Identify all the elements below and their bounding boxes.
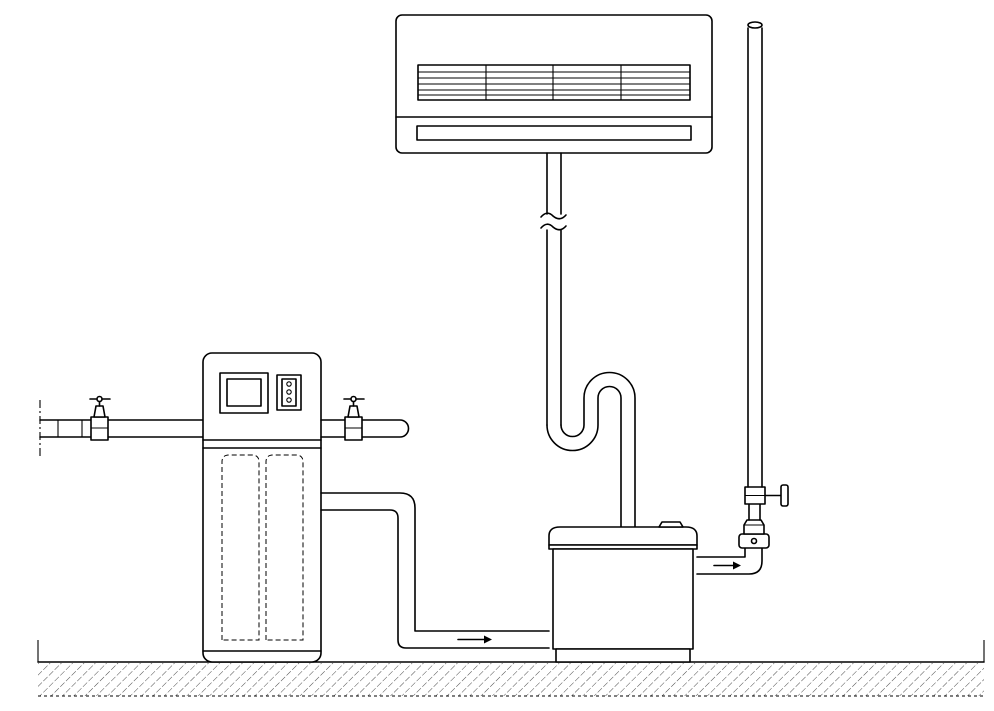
inlet-valve-icon (89, 395, 111, 441)
flow-arrow-icon (713, 561, 741, 570)
tank-to-riser-pipe (696, 547, 763, 575)
ac-air-outlet (416, 125, 692, 141)
outlet-valve-icon (343, 395, 365, 441)
riser-check-valve-body (743, 519, 765, 535)
softener-button-icon (286, 381, 292, 387)
softener-button-icon (286, 397, 292, 403)
water-softener-icon (202, 352, 322, 663)
tank-base (555, 648, 691, 663)
riser-pipe-end (747, 21, 763, 29)
outlet-pipe (320, 419, 410, 438)
resin-tank-right (265, 454, 304, 641)
floor-hatching (38, 663, 984, 696)
softener-button-icon (286, 389, 292, 395)
inlet-pipe (39, 400, 205, 458)
softener-display-screen (226, 378, 262, 407)
tank-lid (548, 526, 698, 546)
resin-tank-left (221, 454, 260, 641)
tank-icon (548, 521, 698, 663)
ac-grille (417, 64, 691, 101)
flow-arrow-icon (457, 635, 492, 644)
condensate-line (540, 152, 636, 528)
riser-pipe (738, 21, 789, 549)
softener-drain-pipe (320, 492, 550, 649)
pipe-break-icon (540, 212, 567, 220)
valve-handle-icon (780, 484, 789, 507)
floor (37, 640, 985, 697)
air-conditioner-icon (395, 14, 713, 154)
tank-lid-handle (658, 521, 684, 528)
pipe-break-icon (540, 223, 567, 231)
tank-body (552, 548, 694, 650)
